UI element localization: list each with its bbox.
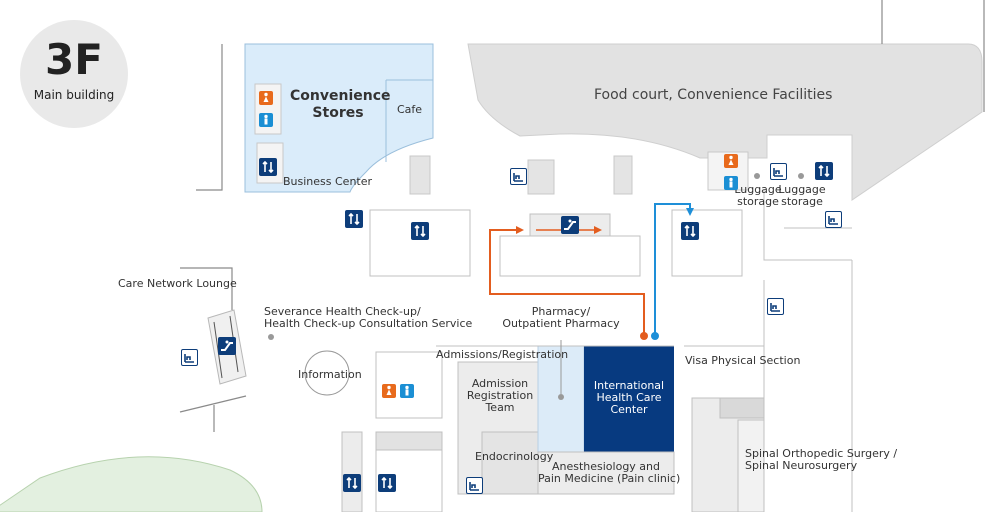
escalator-icon <box>561 216 579 234</box>
care-network-lounge-label: Care Network Lounge <box>118 277 237 290</box>
stairs-icon <box>770 163 787 180</box>
cafe-label: Cafe <box>397 103 423 116</box>
male-restroom-icon <box>724 176 738 190</box>
food-court-label: Food court, Convenience Facilities <box>594 87 833 103</box>
health-checkup-label: Severance Health Check-up/Health Check-u… <box>264 305 473 330</box>
building-name: Main building <box>33 88 115 102</box>
female-restroom-icon <box>382 384 396 398</box>
information-desk[interactable] <box>304 350 350 396</box>
endocrinology-label: Endocrinology <box>475 450 554 463</box>
elevator-icon <box>815 162 833 180</box>
elevator-icon <box>411 222 429 240</box>
floor-badge: 3F Main building <box>20 20 128 128</box>
pharmacy-label: Pharmacy/Outpatient Pharmacy <box>502 305 620 330</box>
elevator-icon <box>681 222 699 240</box>
spinal-surgery-label: Spinal Orthopedic Surgery /Spinal Neuros… <box>745 447 898 472</box>
male-restroom-icon <box>259 113 273 127</box>
floor-number: 3F <box>45 35 103 84</box>
stairs-icon <box>767 298 784 315</box>
visa-physical-label: Visa Physical Section <box>685 354 801 367</box>
stairs-icon <box>510 168 527 185</box>
food-court-area[interactable] <box>467 43 983 201</box>
garden-area <box>0 456 263 512</box>
elevator-icon <box>345 210 363 228</box>
elevator-icon <box>343 474 361 492</box>
admissions-registration-label: Admissions/Registration <box>436 348 569 361</box>
elevator-icon <box>378 474 396 492</box>
female-restroom-icon <box>724 154 738 168</box>
orange-route <box>489 229 645 336</box>
business-center-label: Business Center <box>283 175 373 188</box>
stairs-icon <box>825 211 842 228</box>
information-label: Information <box>298 368 362 381</box>
stairs-icon <box>466 477 483 494</box>
male-restroom-icon <box>400 384 414 398</box>
ihcc-area[interactable] <box>584 346 674 452</box>
stairs-icon <box>181 349 198 366</box>
female-restroom-icon <box>259 91 273 105</box>
escalator-icon <box>218 337 236 355</box>
elevator-icon <box>259 158 277 176</box>
